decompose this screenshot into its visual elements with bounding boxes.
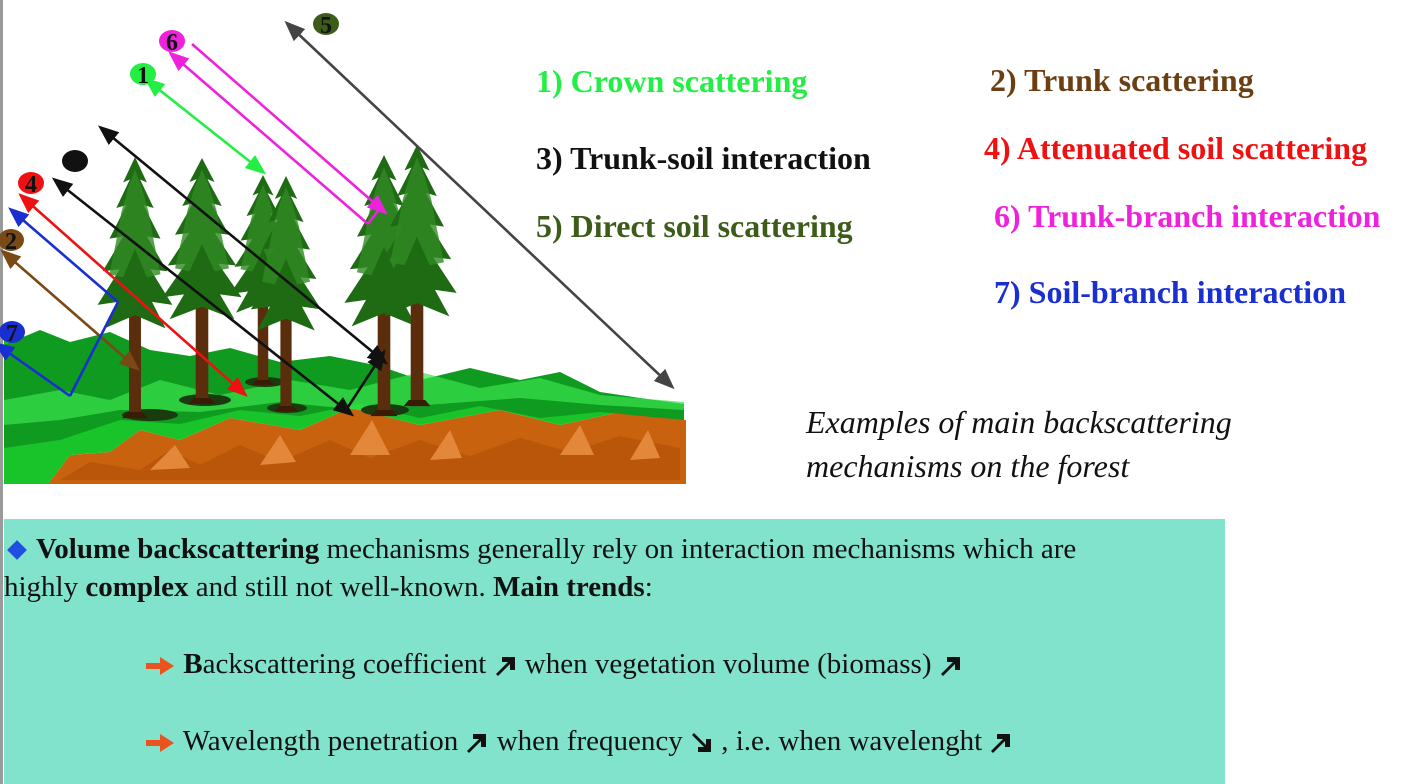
badge-2-text: 2 [5, 229, 17, 255]
right-arrow-icon [146, 657, 174, 676]
bullet-line-2: highly complex and still not well-known.… [4, 573, 653, 602]
badge-6: 6 [159, 30, 185, 56]
caption-line-2: mechanisms on the forest [806, 448, 1130, 484]
legend-attenuated-soil-scattering: 4) Attenuated soil scattering [984, 130, 1368, 166]
soil-layer [48, 408, 686, 484]
volume-backscattering-term: Volume backscattering [36, 533, 320, 565]
scatter-paths [0, 20, 675, 417]
badge-1-text: 1 [137, 63, 149, 89]
legend-trunk-soil-interaction: 3) Trunk-soil interaction [536, 140, 871, 176]
figure-caption: Examples of main backscattering mechanis… [806, 400, 1232, 488]
main-trends-term: Main trends [492, 571, 645, 603]
arrow-up-right-icon [991, 734, 1011, 754]
trend-1-text-b: when vegetation volume (biomass) [524, 648, 939, 680]
arrow-up-right-icon [495, 657, 515, 677]
trend-wavelength: Wavelength penetration when frequency , … [144, 727, 1013, 756]
bullet-line-1-text: mechanisms generally rely on interaction… [319, 533, 1077, 565]
legend-trunk-scattering: 2) Trunk scattering [990, 62, 1254, 98]
trend-2-text-b: when frequency [496, 725, 690, 757]
trend-1-text-a: ackscattering coefficient [202, 648, 494, 680]
badge-6-text: 6 [166, 30, 178, 56]
complex-term: complex [85, 571, 189, 603]
legend-soil-branch-interaction: 7) Soil-branch interaction [994, 274, 1346, 310]
badge-4-text: 4 [25, 172, 37, 198]
legend-trunk-branch-interaction: 6) Trunk-branch interaction [994, 198, 1381, 234]
bullet-line-2-end: : [644, 571, 653, 603]
trend-1-initial: B [183, 648, 203, 680]
trends-panel: Volume backscattering mechanisms general… [4, 519, 1225, 784]
bullet-line-1: Volume backscattering mechanisms general… [4, 535, 1076, 564]
legend-direct-soil-scattering: 5) Direct soil scattering [536, 208, 853, 244]
arrow-up-right-icon [467, 734, 487, 754]
bullet-line-2-pre: highly [4, 571, 86, 603]
forest-diagram: 5 6 1 3 4 2 7 [0, 13, 686, 484]
badge-4: 4 [18, 172, 44, 198]
badge-3: 3 [62, 150, 88, 176]
diamond-icon [7, 539, 27, 560]
arrow-down-right-icon [691, 733, 711, 753]
slide-border [0, 0, 3, 784]
badge-2: 2 [0, 229, 24, 255]
badge-7-text: 7 [6, 321, 18, 347]
badge-5-text: 5 [320, 13, 332, 39]
right-arrow-icon [146, 734, 174, 753]
bullet-line-2-mid: and still not well-known. [188, 571, 493, 603]
trend-backscattering: Backscattering coefficient when vegetati… [144, 650, 963, 679]
caption-line-1: Examples of main backscattering [806, 404, 1232, 440]
badge-1: 1 [130, 63, 156, 89]
badge-5: 5 [313, 13, 339, 39]
badge-3-text: 3 [69, 150, 81, 176]
legend-crown-scattering: 1) Crown scattering [536, 63, 808, 99]
trend-2-text-c: , i.e. when wavelenght [721, 725, 990, 757]
trend-2-text-a: Wavelength penetration [182, 725, 466, 757]
arrow-up-right-icon [940, 657, 960, 677]
badge-7: 7 [0, 321, 25, 347]
